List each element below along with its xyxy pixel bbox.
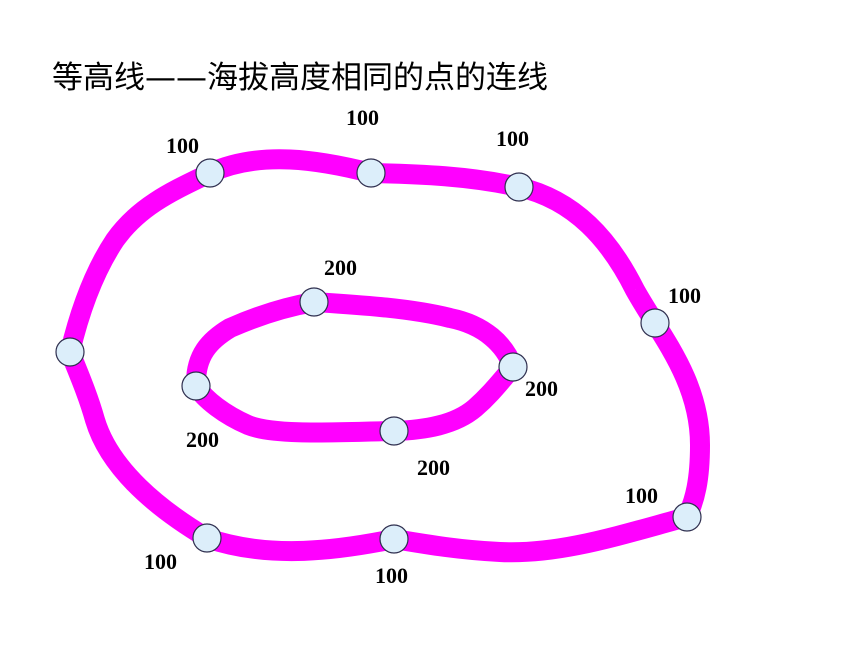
inner-elevation-labels: 200 200 200 200 <box>186 255 558 480</box>
elevation-label: 100 <box>144 549 177 574</box>
outer-contour-line <box>60 149 710 563</box>
contour-point <box>640 308 670 338</box>
contour-point <box>672 502 702 532</box>
contour-point <box>356 158 386 188</box>
elevation-label: 100 <box>625 483 658 508</box>
inner-contour-line <box>186 292 523 443</box>
elevation-label: 200 <box>417 455 450 480</box>
outer-contour-points <box>55 158 702 554</box>
elevation-label: 100 <box>166 133 199 158</box>
contour-point <box>192 523 222 553</box>
elevation-label: 200 <box>324 255 357 280</box>
contour-point <box>504 172 534 202</box>
elevation-label: 100 <box>668 283 701 308</box>
contour-point <box>55 337 85 367</box>
inner-contour-points <box>181 287 528 446</box>
elevation-label: 100 <box>346 105 379 130</box>
contour-point <box>498 352 528 382</box>
contour-point <box>195 158 225 188</box>
contour-point <box>299 287 329 317</box>
elevation-label: 100 <box>496 126 529 151</box>
contour-point <box>379 416 409 446</box>
contour-point <box>181 371 211 401</box>
contour-point <box>379 524 409 554</box>
outer-elevation-labels: 100 100 100 100 100 100 100 <box>144 105 701 588</box>
slide-title: 等高线——海拔高度相同的点的连线 <box>52 60 548 96</box>
elevation-label: 200 <box>186 427 219 452</box>
elevation-label: 200 <box>525 376 558 401</box>
elevation-label: 100 <box>375 563 408 588</box>
